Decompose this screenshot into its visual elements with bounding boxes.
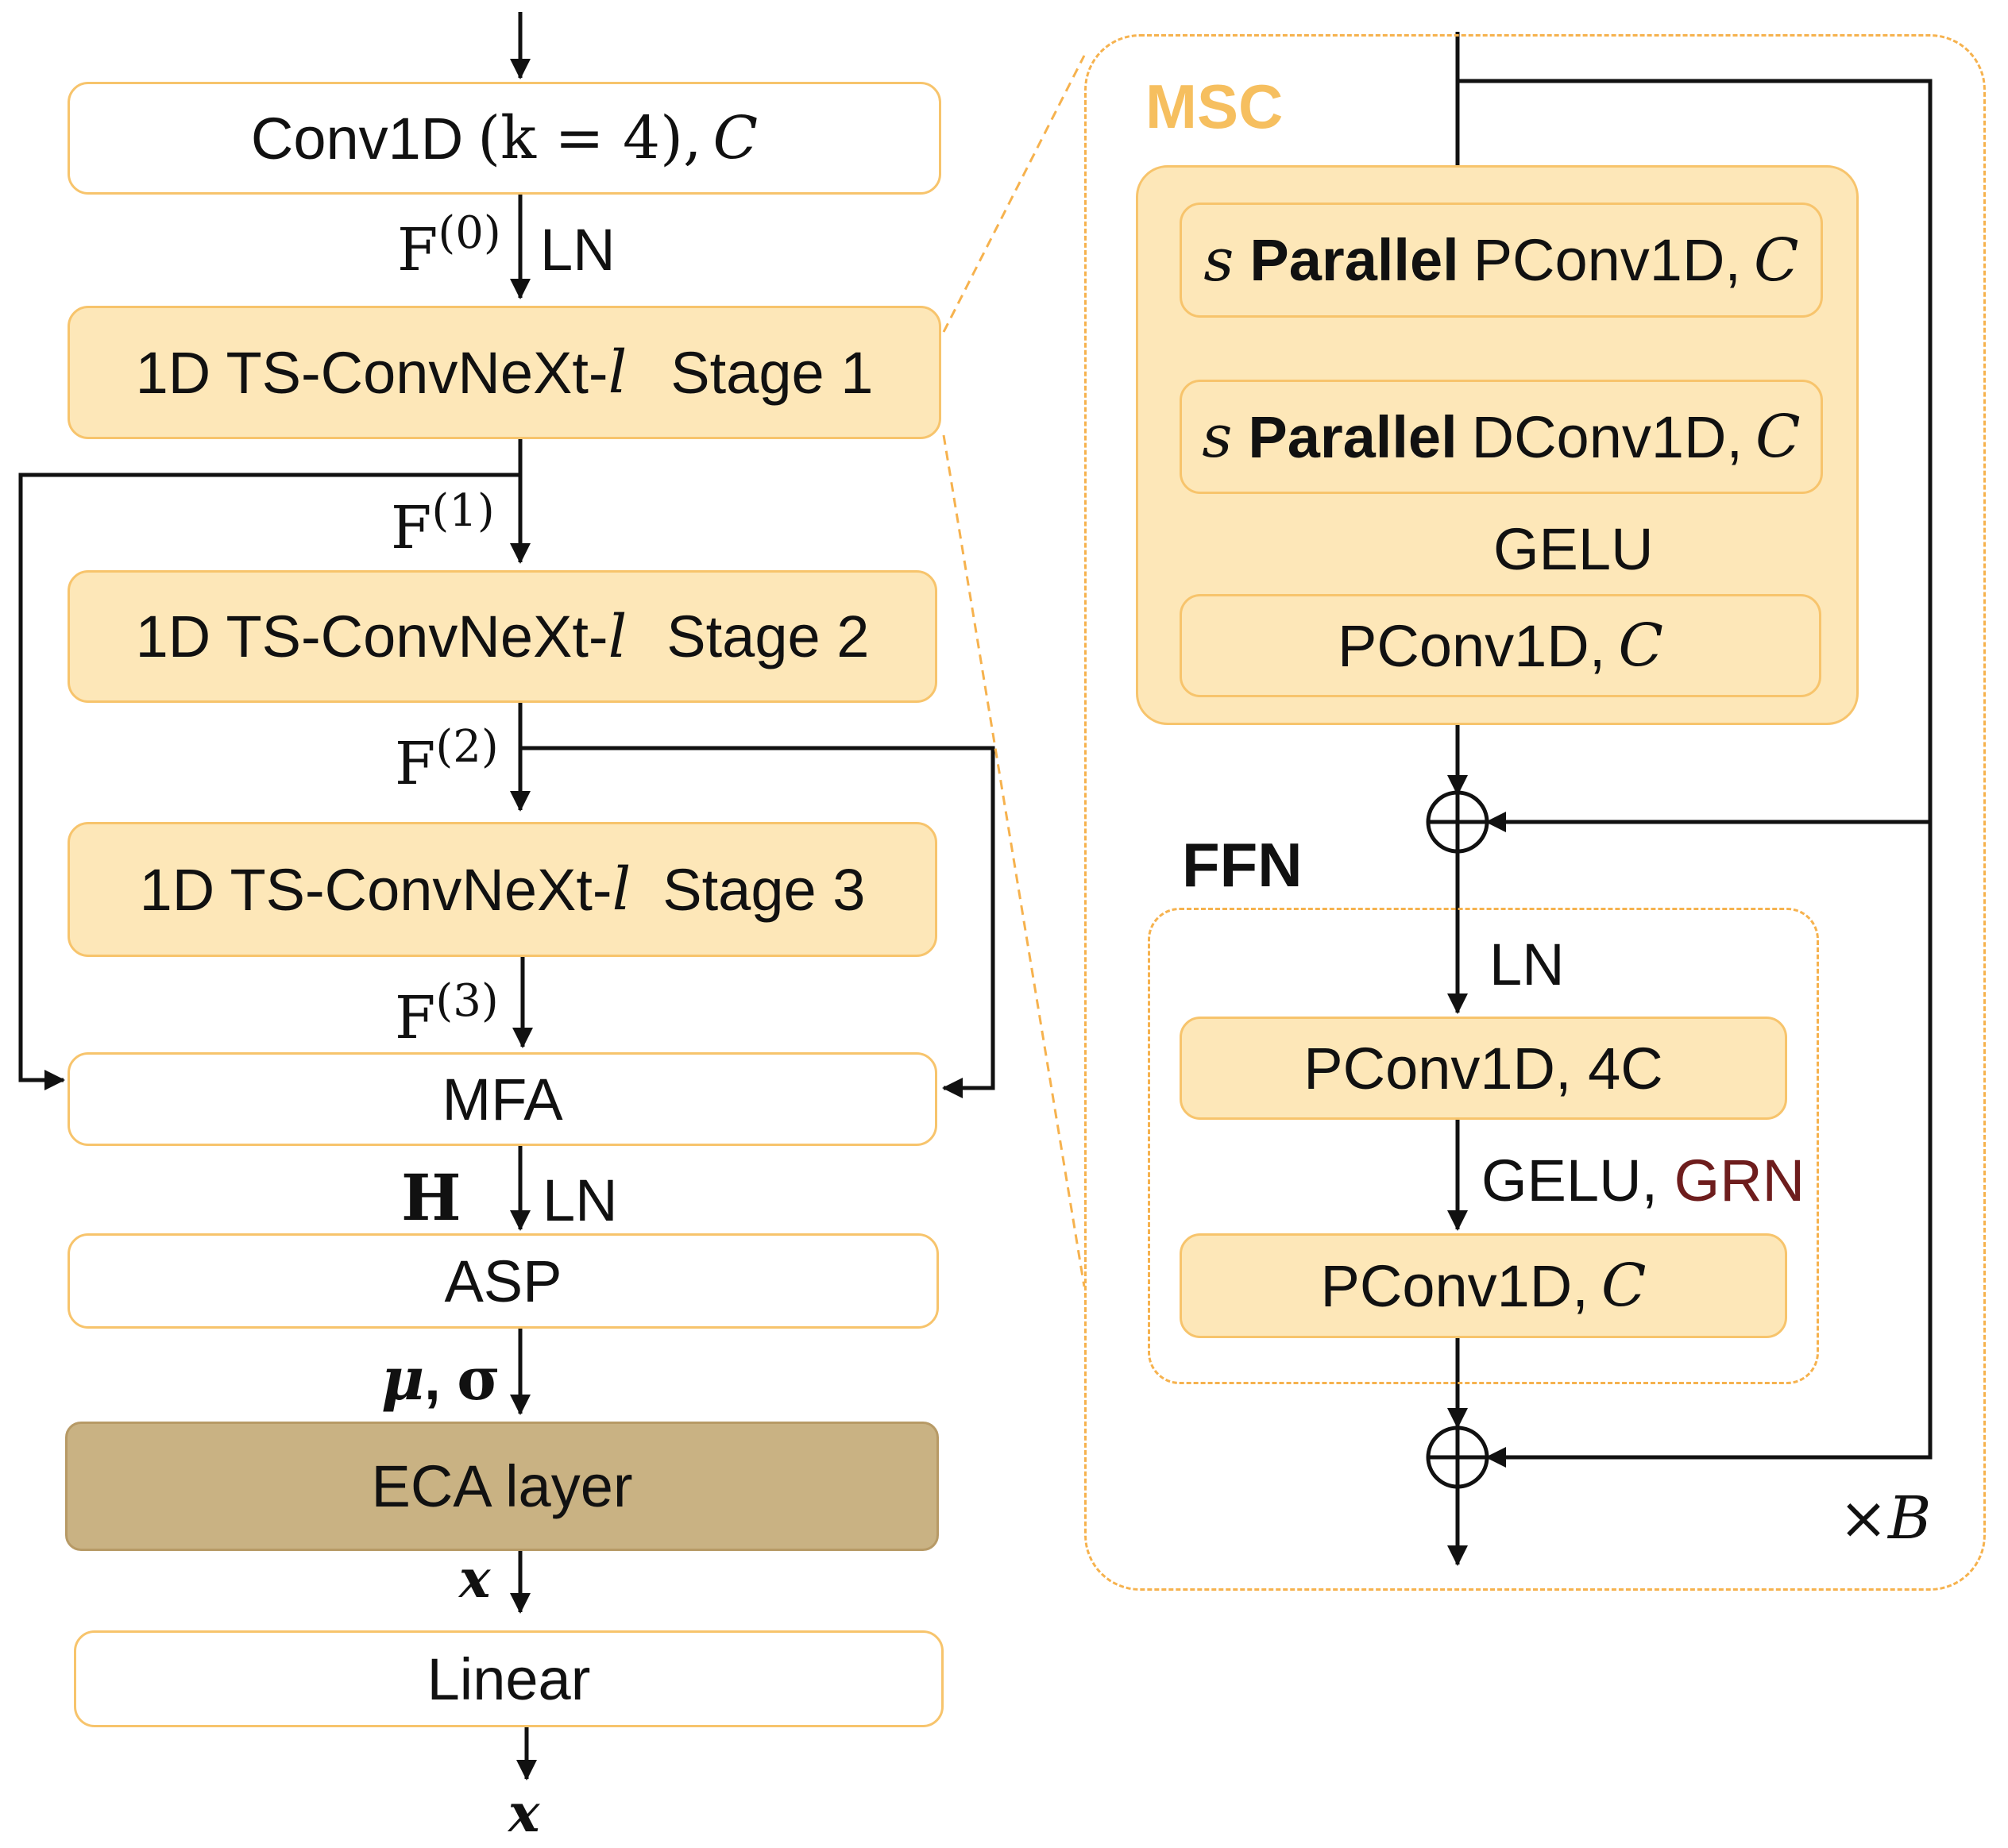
asp-box: ASP bbox=[68, 1233, 939, 1329]
parallel-dconv-box: s Parallel DConv1D, C bbox=[1180, 380, 1823, 494]
mfa-label: MFA bbox=[442, 1066, 563, 1132]
stage3-sep: - bbox=[592, 856, 612, 923]
pconv-c-box: PConv1D, C bbox=[1180, 594, 1821, 697]
stage2-sep: - bbox=[588, 604, 608, 669]
pconv-c-text: PConv1D, bbox=[1338, 612, 1606, 679]
stage2-box: 1D TS-ConvNeXt - l Stage 2 bbox=[68, 570, 937, 703]
pp-c: C bbox=[1753, 226, 1799, 295]
linear-box: Linear bbox=[74, 1630, 944, 1727]
stage1-stage: Stage 1 bbox=[670, 339, 874, 406]
ffn-block-container bbox=[1148, 908, 1819, 1384]
stage3-box: 1D TS-ConvNeXt - l Stage 3 bbox=[68, 822, 937, 957]
stage1-name: 1D TS-ConvNeXt bbox=[135, 339, 589, 406]
stage3-stage: Stage 3 bbox=[662, 856, 866, 923]
zoom-line-bottom bbox=[942, 434, 1086, 1287]
ln-h-label: LN bbox=[543, 1167, 618, 1233]
conv1d-box: Conv1D (k = 4) , C bbox=[68, 82, 941, 195]
conv1d-sep: , bbox=[682, 104, 702, 172]
msc-title: MSC bbox=[1145, 71, 1284, 141]
skip-into-plus2 bbox=[1485, 822, 1933, 1468]
conv1d-args: (k = 4) bbox=[477, 104, 683, 172]
plus-node-1 bbox=[1426, 790, 1489, 854]
x-out-label: x bbox=[508, 1782, 540, 1844]
times-b-label: ×B bbox=[1839, 1484, 1932, 1553]
mu-sigma-label: μ, σ bbox=[381, 1345, 500, 1414]
ffn-title: FFN bbox=[1182, 830, 1303, 900]
pconv-4c-box: PConv1D, 4C bbox=[1180, 1017, 1787, 1120]
stage2-var: l bbox=[608, 602, 628, 671]
pp-parallel: Parallel bbox=[1249, 227, 1459, 293]
x-mid-label: x bbox=[459, 1548, 491, 1610]
msc-block-container bbox=[1084, 34, 1986, 1591]
pconv-c2-text: PConv1D, bbox=[1320, 1252, 1589, 1319]
f1-label: F(1) bbox=[391, 485, 495, 562]
pp-rest: PConv1D, bbox=[1473, 227, 1741, 293]
stage1-sep: - bbox=[588, 339, 608, 406]
parallel-pconv-box: s Parallel PConv1D, C bbox=[1180, 203, 1823, 318]
h-label: H bbox=[401, 1160, 461, 1235]
pd-rest: DConv1D, bbox=[1471, 403, 1743, 470]
pd-s: s bbox=[1202, 403, 1233, 471]
stage3-name: 1D TS-ConvNeXt bbox=[139, 856, 593, 923]
eca-label: ECA layer bbox=[371, 1453, 633, 1519]
conv1d-channels: C bbox=[712, 104, 759, 172]
eca-layer-box: ECA layer bbox=[65, 1422, 939, 1551]
stage1-var: l bbox=[608, 338, 628, 407]
pp-s: s bbox=[1203, 226, 1234, 295]
pconv-c-c: C bbox=[1618, 611, 1663, 680]
linear-label: Linear bbox=[427, 1645, 591, 1712]
f0-label: F(0) bbox=[397, 207, 501, 284]
asp-label: ASP bbox=[444, 1248, 562, 1314]
plus-node-2 bbox=[1426, 1426, 1489, 1489]
f2-label: F(2) bbox=[395, 721, 499, 798]
stage2-name: 1D TS-ConvNeXt bbox=[135, 604, 589, 669]
pconv-4c-label: PConv1D, 4C bbox=[1303, 1035, 1663, 1101]
ln-top-label: LN bbox=[540, 217, 616, 283]
f3-label: F(3) bbox=[395, 975, 499, 1052]
skip-f2-mfa bbox=[520, 746, 995, 1098]
pconv-c2-c: C bbox=[1601, 1252, 1647, 1320]
pd-parallel: Parallel bbox=[1248, 403, 1458, 470]
mfa-box: MFA bbox=[68, 1052, 937, 1146]
gelu-label: GELU bbox=[1493, 516, 1654, 582]
pd-c: C bbox=[1755, 403, 1801, 471]
skip-f1-mfa bbox=[18, 473, 520, 1090]
conv1d-label: Conv1D bbox=[250, 105, 464, 172]
pconv-c2-box: PConv1D, C bbox=[1180, 1233, 1787, 1338]
zoom-line-top bbox=[942, 55, 1086, 333]
stage1-box: 1D TS-ConvNeXt - l Stage 1 bbox=[68, 306, 941, 439]
stage2-stage: Stage 2 bbox=[666, 604, 870, 669]
ffn-ln-label: LN bbox=[1489, 932, 1565, 997]
gelu-grn-label: GELU, GRN bbox=[1481, 1148, 1805, 1213]
stage3-var: l bbox=[612, 855, 631, 924]
